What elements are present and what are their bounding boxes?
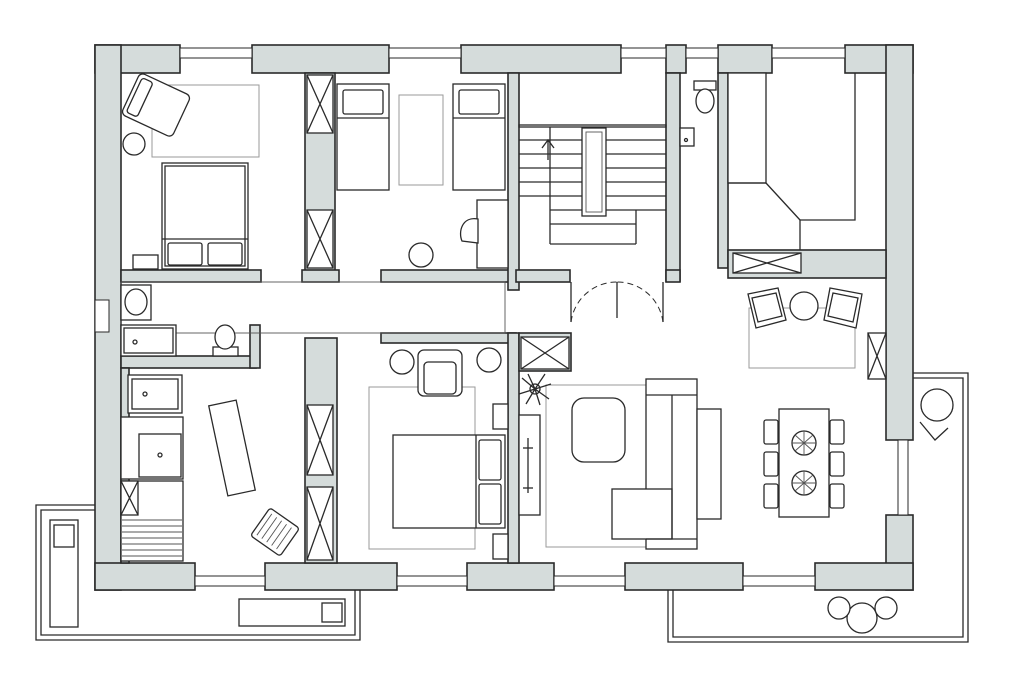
twin-bedroom bbox=[336, 83, 509, 269]
armchair-icon bbox=[747, 287, 787, 329]
utility-room bbox=[120, 374, 299, 562]
sink-icon bbox=[127, 374, 183, 414]
bed-icon bbox=[392, 434, 506, 529]
bed-icon bbox=[336, 83, 390, 191]
dining-chairs bbox=[763, 419, 845, 509]
storage-room bbox=[727, 72, 856, 250]
sofa-icon bbox=[611, 378, 722, 550]
stair-hall bbox=[518, 124, 667, 323]
toilet-icon bbox=[212, 324, 239, 357]
bathroom bbox=[120, 284, 239, 357]
bed-icon bbox=[161, 162, 249, 270]
lounge-corner bbox=[747, 287, 863, 369]
armchair-icon bbox=[417, 349, 463, 397]
terrace-table bbox=[827, 596, 898, 634]
plant-icon bbox=[518, 373, 552, 406]
door-swing-icon bbox=[570, 281, 664, 323]
armchair-icon bbox=[823, 287, 863, 329]
bedroom-northwest bbox=[121, 73, 260, 270]
terrace-west bbox=[35, 504, 361, 641]
tv-console bbox=[518, 414, 541, 516]
master-bedroom bbox=[368, 347, 509, 560]
bed-icon bbox=[452, 83, 506, 191]
armchair-icon bbox=[121, 73, 191, 137]
dining-area bbox=[763, 408, 845, 518]
shower-icon bbox=[120, 324, 177, 357]
terrace-chair bbox=[919, 388, 954, 441]
dining-table-icon bbox=[778, 408, 830, 518]
armchair-icon bbox=[251, 508, 299, 556]
lounger-icon bbox=[49, 519, 346, 628]
corridor bbox=[120, 281, 506, 334]
windows bbox=[94, 47, 909, 587]
armchair-icon bbox=[459, 218, 479, 244]
terrace-east bbox=[667, 372, 969, 643]
sink-icon bbox=[679, 127, 695, 147]
toilet-icon bbox=[693, 80, 717, 114]
stair-arrow-icon bbox=[541, 138, 555, 160]
wardrobes bbox=[306, 74, 887, 561]
wc-northeast bbox=[679, 80, 717, 147]
living-room bbox=[518, 373, 722, 550]
